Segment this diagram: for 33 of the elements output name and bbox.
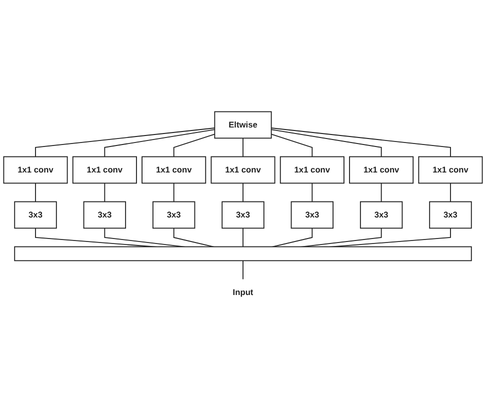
node-text: Input [232, 287, 254, 297]
connector [242, 182, 244, 202]
connector [312, 182, 313, 202]
connector [242, 228, 244, 247]
node-box: 3x3 [222, 201, 264, 228]
connector [173, 182, 174, 202]
node-box: 3x3 [360, 201, 403, 228]
node-box: 1x1 conv [3, 156, 68, 184]
node-box: 3x3 [290, 201, 334, 228]
node-box: 3x3 [429, 201, 472, 228]
node-box: Eltwise [214, 111, 272, 138]
connector [270, 128, 382, 157]
node-box: 1x1 conv [418, 156, 483, 184]
node-box: 1x1 conv [349, 156, 414, 184]
connector [380, 182, 382, 202]
node-box: 1x1 conv [72, 156, 137, 184]
connector [270, 133, 313, 157]
node-box: 3x3 [14, 201, 57, 228]
node-box: 1x1 conv [280, 156, 344, 184]
connector [270, 127, 451, 157]
connector [242, 138, 244, 157]
node-box: 3x3 [83, 201, 126, 228]
connector [35, 182, 36, 202]
connector [104, 128, 216, 157]
node-box: 3x3 [152, 201, 196, 228]
connector [450, 182, 451, 202]
node-bar [14, 246, 472, 261]
connector [104, 182, 106, 202]
connector [173, 133, 216, 157]
node-box: 1x1 conv [142, 156, 206, 184]
node-box: 1x1 conv [210, 156, 276, 184]
connector [35, 127, 216, 157]
connector [242, 260, 244, 280]
